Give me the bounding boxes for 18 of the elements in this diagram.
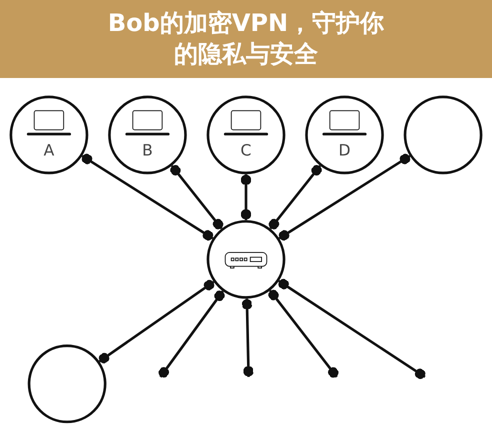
connector	[278, 154, 410, 241]
node-circle: C	[206, 96, 286, 175]
node-circle	[28, 344, 106, 424]
connector	[278, 279, 426, 380]
connector	[240, 174, 252, 220]
node-circle: D	[305, 96, 384, 175]
connector	[98, 280, 214, 364]
connector	[268, 290, 338, 378]
connector	[170, 165, 224, 230]
connector	[242, 298, 254, 378]
connector	[268, 165, 322, 230]
connector	[158, 290, 225, 378]
connector	[82, 154, 214, 241]
node-circle	[206, 220, 286, 299]
node-circle: A	[10, 96, 88, 175]
node-circle: B	[108, 96, 187, 175]
node-circle	[404, 96, 482, 175]
title: Bob的加密VPN，守护你的隐私与安全	[0, 0, 492, 78]
